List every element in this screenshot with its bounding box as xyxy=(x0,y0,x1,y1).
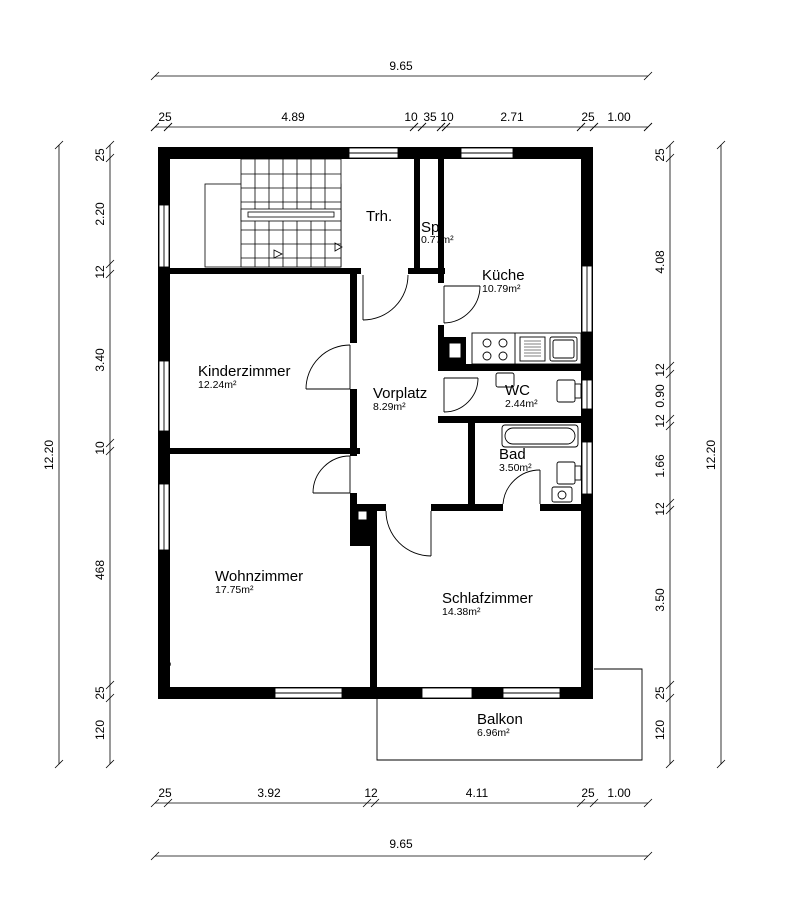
dim-right-seg: 12 xyxy=(653,363,667,377)
dim-right-total: 12.20 xyxy=(704,440,718,470)
dim-bottom-seg: 4.11 xyxy=(466,786,489,800)
dim-right-seg: 0.90 xyxy=(653,384,667,408)
shaft xyxy=(357,510,368,521)
dim-bottom-seg: 25 xyxy=(158,786,172,800)
dim-left-seg: 25 xyxy=(93,686,107,700)
room-name-trh: Trh. xyxy=(366,208,392,225)
dim-left-seg: 25 xyxy=(93,148,107,162)
dim-right-seg: 12 xyxy=(653,502,667,516)
room-name-wc: WC xyxy=(505,382,530,399)
dim-top-seg: 10 xyxy=(440,110,454,124)
dim-right-seg: 3.50 xyxy=(653,588,667,612)
room-name-wohnzimmer: Wohnzimmer xyxy=(215,568,303,585)
dim-right-seg: 1.66 xyxy=(653,454,667,478)
room-labels: Trh. Sp. 0.77m² Küche 10.79m² Kinderzimm… xyxy=(198,208,538,739)
chimney xyxy=(448,342,462,359)
room-name-sp: Sp. xyxy=(421,219,444,236)
room-area-balkon: 6.96m² xyxy=(477,727,510,739)
kitchen-counter xyxy=(471,332,582,365)
room-name-kinderzimmer: Kinderzimmer xyxy=(198,363,291,380)
doors xyxy=(305,267,541,557)
dim-left-seg: 10 xyxy=(93,441,107,455)
dimension-lines xyxy=(54,71,726,861)
watermark: www.grundriss.com xyxy=(161,610,171,689)
room-area-sp: 0.77m² xyxy=(421,234,454,246)
dim-left-total: 12.20 xyxy=(42,440,56,470)
dim-top-seg: 25 xyxy=(158,110,172,124)
dim-right-seg: 120 xyxy=(653,720,667,740)
dim-left-seg: 12 xyxy=(93,265,107,279)
room-area-kinderzimmer: 12.24m² xyxy=(198,379,237,391)
dim-bottom-seg: 12 xyxy=(364,786,378,800)
room-area-wc: 2.44m² xyxy=(505,398,538,410)
dim-right-seg: 12 xyxy=(653,414,667,428)
windows xyxy=(158,147,593,699)
dim-right-seg: 25 xyxy=(653,148,667,162)
dim-right-seg: 4.08 xyxy=(653,250,667,274)
dim-top-seg: 10 xyxy=(404,110,418,124)
dim-left-seg: 468 xyxy=(93,560,107,580)
dim-bottom-seg: 3.92 xyxy=(257,786,281,800)
room-name-bad: Bad xyxy=(499,446,526,463)
dim-top-seg: 1.00 xyxy=(607,110,631,124)
room-area-kueche: 10.79m² xyxy=(482,283,521,295)
dim-right-seg: 25 xyxy=(653,686,667,700)
dim-top-seg: 35 xyxy=(423,110,437,124)
dim-bottom-seg: 25 xyxy=(581,786,595,800)
room-area-vorplatz: 8.29m² xyxy=(373,401,406,413)
bathroom-fixtures xyxy=(495,372,582,503)
dim-bottom-total: 9.65 xyxy=(389,837,413,851)
room-name-kueche: Küche xyxy=(482,267,525,284)
room-name-schlafzimmer: Schlafzimmer xyxy=(442,590,533,607)
staircase xyxy=(204,158,343,268)
balcony-outline xyxy=(376,668,643,761)
room-area-wohnzimmer: 17.75m² xyxy=(215,584,254,596)
dim-top-seg: 25 xyxy=(581,110,595,124)
room-name-balkon: Balkon xyxy=(477,711,523,728)
dim-top-total: 9.65 xyxy=(389,59,413,73)
dim-left-seg: 3.40 xyxy=(93,348,107,372)
dimension-labels: 9.65 25 4.89 10 35 10 2.71 25 1.00 25 3.… xyxy=(42,59,718,851)
room-area-bad: 3.50m² xyxy=(499,462,532,474)
room-area-schlafzimmer: 14.38m² xyxy=(442,606,481,618)
dim-left-seg: 2.20 xyxy=(93,202,107,226)
room-name-vorplatz: Vorplatz xyxy=(373,385,427,402)
dim-top-seg: 2.71 xyxy=(500,110,524,124)
dim-left-seg: 120 xyxy=(93,720,107,740)
dim-bottom-seg: 1.00 xyxy=(607,786,631,800)
dim-top-seg: 4.89 xyxy=(281,110,305,124)
